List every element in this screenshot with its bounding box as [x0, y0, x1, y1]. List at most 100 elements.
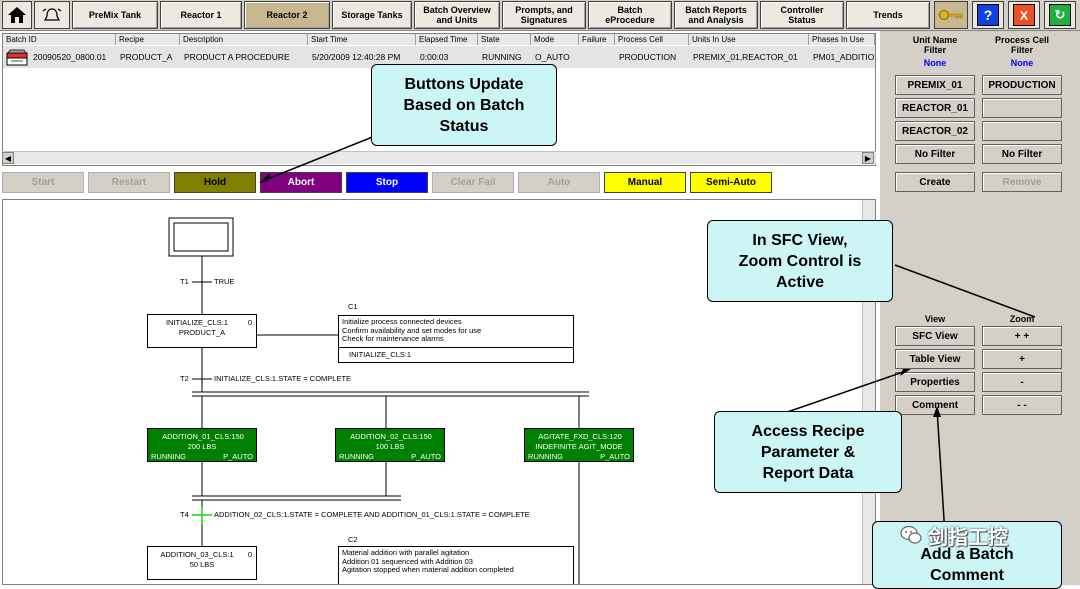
comment-c2[interactable]: Material addition with parallel agitatio…	[338, 546, 574, 584]
alarm-bell-button[interactable]	[34, 1, 70, 29]
column-header[interactable]: Start Time	[308, 34, 416, 45]
stop-button[interactable]: Stop	[346, 172, 428, 193]
hold-button[interactable]: Hold	[174, 172, 256, 193]
callout-recipe-data: Access Recipe Parameter & Report Data	[714, 411, 902, 493]
step-name: ADDITION_02_CLS:150	[350, 432, 432, 441]
watermark-text: 剑指工控	[928, 524, 1008, 549]
zoom-out-button[interactable]: -	[982, 372, 1062, 392]
transition-t1-label: T1	[180, 277, 189, 286]
step-addition-01[interactable]: ADDITION_01_CLS:150 200 LBS RUNNING P_AU…	[147, 428, 257, 462]
home-icon	[8, 7, 26, 23]
column-header[interactable]: Mode	[531, 34, 579, 45]
step-state: RUNNING	[339, 452, 374, 461]
step-name: AGITATE_FXD_CLS:120	[538, 432, 622, 441]
unit-filter-reactor-01[interactable]: REACTOR_01	[895, 98, 975, 118]
transition-t4-label: T4	[180, 510, 189, 519]
cell-recipe: PRODUCT_A	[120, 52, 173, 62]
cell-filter-production[interactable]: PRODUCTION	[982, 75, 1062, 95]
comment-c2-label: C2	[348, 535, 358, 544]
zoom-out-large-button[interactable]: - -	[982, 395, 1062, 415]
table-view-button[interactable]: Table View	[895, 349, 975, 369]
column-header[interactable]: Recipe	[116, 34, 180, 45]
step-state: RUNNING	[151, 452, 186, 461]
cell-elapsed: 0:00:03	[420, 52, 449, 62]
column-header[interactable]: Process Cell	[615, 34, 689, 45]
manual-button[interactable]: Manual	[604, 172, 686, 193]
step-addition-02[interactable]: ADDITION_02_CLS:150 100 LBS RUNNING P_AU…	[335, 428, 445, 462]
unit-no-filter-button[interactable]: No Filter	[895, 144, 975, 164]
column-header[interactable]: Phases In Use	[809, 34, 875, 45]
clear-fail-button[interactable]: Clear Fail	[432, 172, 514, 193]
properties-button[interactable]: Properties	[895, 372, 975, 392]
tab-batch-overview[interactable]: Batch Overview and Units	[414, 1, 500, 29]
remove-button[interactable]: Remove	[982, 172, 1062, 192]
step-addition-03[interactable]: ADDITION_03_CLS:1 0 50 LBS	[147, 546, 257, 580]
tab-reactor-2[interactable]: Reactor 2	[244, 1, 330, 29]
tab-controller-status[interactable]: Controller Status	[760, 1, 844, 29]
tab-premix-tank[interactable]: PreMix Tank	[72, 1, 158, 29]
zoom-in-button[interactable]: +	[982, 349, 1062, 369]
cell-phases: PM01_ADDITIO	[813, 52, 875, 62]
cell-description: PRODUCT A PROCEDURE	[184, 52, 290, 62]
zoom-in-large-button[interactable]: + +	[982, 326, 1062, 346]
home-button[interactable]	[2, 1, 32, 29]
start-button[interactable]: Start	[2, 172, 84, 193]
transition-t4-condition: ADDITION_02_CLS:1.STATE = COMPLETE AND A…	[214, 510, 530, 519]
close-button[interactable]: X	[1008, 1, 1040, 29]
step-mode: P_AUTO	[600, 452, 630, 461]
cell-batch-id: 20090520_0800.01	[33, 52, 107, 62]
tab-batch-eprocedure[interactable]: Batch eProcedure	[588, 1, 672, 29]
column-header[interactable]: Units In Use	[689, 34, 809, 45]
callout-zoom-control: In SFC View, Zoom Control is Active	[707, 220, 893, 302]
scroll-right-icon[interactable]: ▶	[862, 152, 874, 164]
comment-line: Material addition with parallel agitatio…	[342, 548, 470, 557]
step-initialize[interactable]: INITIALIZE_CLS:1 0 PRODUCT_A	[147, 314, 257, 348]
column-header[interactable]: State	[478, 34, 531, 45]
column-header[interactable]: Description	[180, 34, 308, 45]
column-header[interactable]: Failure	[579, 34, 615, 45]
step-agitate[interactable]: AGITATE_FXD_CLS:120 INDEFINITE AGIT_MODE…	[524, 428, 634, 462]
step-qty: 200 LBS	[187, 442, 217, 451]
step-number: 0	[247, 550, 252, 559]
cell-filter-value: None	[1010, 58, 1034, 68]
refresh-button[interactable]: ↻	[1044, 1, 1076, 29]
scroll-left-icon[interactable]: ◀	[2, 152, 14, 164]
key-icon	[939, 10, 963, 20]
step-name: ADDITION_03_CLS:1	[160, 550, 234, 559]
cell-units: PREMIX_01,REACTOR_01	[693, 52, 798, 62]
watermark: 剑指工控	[900, 522, 1070, 549]
tab-trends[interactable]: Trends	[846, 1, 930, 29]
comment-line: Agitation stopped when material addition…	[342, 565, 514, 574]
auto-button[interactable]: Auto	[518, 172, 600, 193]
create-button[interactable]: Create	[895, 172, 975, 192]
comment-c1[interactable]: Initialize process connected devices Con…	[338, 315, 574, 363]
column-header[interactable]: Batch ID	[3, 34, 116, 45]
cell-no-filter-button[interactable]: No Filter	[982, 144, 1062, 164]
refresh-icon: ↻	[1049, 4, 1071, 26]
unit-filter-value: None	[923, 58, 947, 68]
unit-filter-premix-01[interactable]: PREMIX_01	[895, 75, 975, 95]
unit-filter-reactor-02[interactable]: REACTOR_02	[895, 121, 975, 141]
close-icon: X	[1013, 4, 1035, 26]
table-row[interactable]	[3, 46, 875, 68]
zoom-title: Zoom	[1009, 314, 1035, 324]
cell-filter-empty	[982, 98, 1062, 118]
step-number: 0	[247, 318, 252, 327]
tab-reactor-1[interactable]: Reactor 1	[160, 1, 242, 29]
restart-button[interactable]: Restart	[88, 172, 170, 193]
column-header[interactable]: Elapsed Time	[416, 34, 478, 45]
comment-ref: INITIALIZE_CLS:1	[339, 347, 573, 360]
horizontal-scrollbar[interactable]: ◀ ▶	[2, 151, 876, 164]
tab-batch-reports[interactable]: Batch Reports and Analysis	[674, 1, 758, 29]
key-button[interactable]	[934, 1, 968, 29]
cell-mode: O_AUTO	[535, 52, 570, 62]
help-button[interactable]: ?	[972, 1, 1004, 29]
sfc-view-button[interactable]: SFC View	[895, 326, 975, 346]
tab-storage-tanks[interactable]: Storage Tanks	[332, 1, 412, 29]
tab-prompts-signatures[interactable]: Prompts, and Signatures	[502, 1, 586, 29]
step-sub: PRODUCT_A	[178, 328, 226, 337]
view-title: View	[924, 314, 946, 324]
comment-line: Initialize process connected devices	[342, 317, 462, 326]
semi-auto-button[interactable]: Semi-Auto	[690, 172, 772, 193]
